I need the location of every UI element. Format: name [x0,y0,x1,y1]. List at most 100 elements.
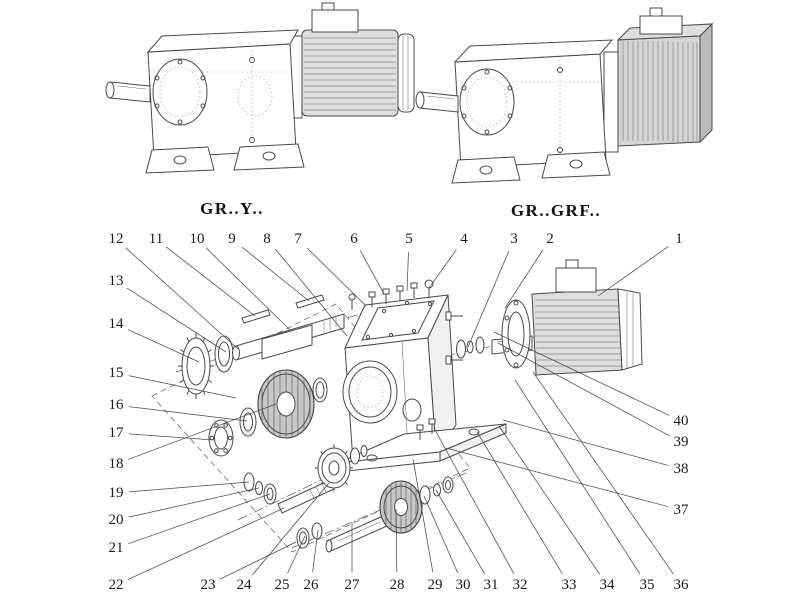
callout-9: 9 [228,231,236,247]
callout-35: 35 [640,577,655,593]
variant-label-gr-y: GR..Y.. [200,199,264,218]
retaining-ring [360,445,368,457]
leader-line-37 [445,447,669,508]
leader-line-20 [128,487,260,518]
callout-20: 20 [109,512,124,528]
callout-31: 31 [484,577,499,593]
callout-34: 34 [600,577,616,593]
variant-label-gr-grf: GR..GRF.. [511,201,601,220]
callout-10: 10 [190,231,205,247]
callout-27: 27 [345,577,361,593]
retaining-ring [442,476,454,494]
callout-8: 8 [263,231,271,247]
mounting-foot [541,151,611,179]
shim-washer [475,336,485,354]
leader-line-17 [128,433,215,441]
finned-cover [603,7,714,153]
shim-washer [466,340,474,354]
leader-line-34 [498,425,601,575]
leader-line-35 [514,379,641,575]
leader-line-4 [428,249,457,289]
shim-washer [456,339,466,359]
leader-line-19 [128,481,250,493]
callout-23: 23 [201,577,216,593]
gearbox-housing-grf [415,39,614,184]
callout-22: 22 [109,577,124,593]
spacer-ring [239,407,257,437]
leader-line-21 [128,493,271,545]
leader-line-29 [412,458,434,573]
leader-line-30 [423,495,459,574]
construction-plane [151,303,471,553]
connector-box [639,15,683,35]
exploded-view [151,259,643,553]
inspection-cover [361,300,435,341]
callout-38: 38 [674,461,689,477]
retaining-ring [433,483,441,497]
leader-line-14 [127,329,200,363]
leader-line-39 [497,342,670,437]
output-gear [257,369,315,439]
retaining-ring [350,447,360,465]
bearing-bore [342,360,398,424]
leader-line-7 [306,247,367,307]
helical-gear [379,480,423,534]
callout-19: 19 [109,485,124,501]
leader-line-13 [126,287,227,353]
leader-line-6 [359,250,385,295]
second-stage-assembly [296,476,454,553]
leader-line-11 [166,246,256,317]
callout-21: 21 [109,540,124,556]
callout-39: 39 [674,434,689,450]
callout-28: 28 [390,577,405,593]
intermediate-shaft-assembly [243,444,368,514]
callout-16: 16 [109,397,125,413]
retaining-ring [312,377,328,403]
leader-line-3 [467,250,510,348]
leader-line-9 [241,246,310,302]
ribbed-ring [181,337,211,395]
callout-25: 25 [275,577,290,593]
callout-40: 40 [674,413,689,429]
end-cover [459,68,515,136]
end-cover [152,58,208,126]
callout-6: 6 [350,231,358,247]
callout-18: 18 [109,456,124,472]
callout-4: 4 [460,231,468,247]
leader-line-8 [274,248,348,337]
callout-14: 14 [109,316,125,332]
callout-15: 15 [109,365,124,381]
intermediate-gear [315,444,353,492]
callout-24: 24 [237,577,253,593]
leader-line-2 [504,249,544,309]
callout-33: 33 [562,577,577,593]
callout-2: 2 [546,231,554,247]
gearbox-housing [105,29,305,174]
callout-17: 17 [109,425,125,441]
leader-line-16 [128,406,248,422]
leader-line-24 [252,482,330,576]
leader-line-22 [127,507,285,580]
shaft-key [241,309,271,324]
callout-36: 36 [674,577,690,593]
callout-5: 5 [405,231,413,247]
gear-housing [337,279,507,473]
leader-line-23 [219,541,297,580]
callout-13: 13 [109,273,124,289]
callout-7: 7 [294,231,302,247]
leader-line-32 [433,427,515,574]
callout-26: 26 [304,577,320,593]
leader-line-10 [206,247,291,331]
leader-line-38 [502,419,669,466]
oil-seal [214,335,234,373]
terminal-box [555,267,597,293]
callout-12: 12 [109,231,124,247]
leader-line-26 [312,529,319,573]
breather-plug [348,293,356,301]
ball-bearing [208,419,234,457]
leader-line-25 [287,535,306,574]
callout-1: 1 [675,231,683,247]
